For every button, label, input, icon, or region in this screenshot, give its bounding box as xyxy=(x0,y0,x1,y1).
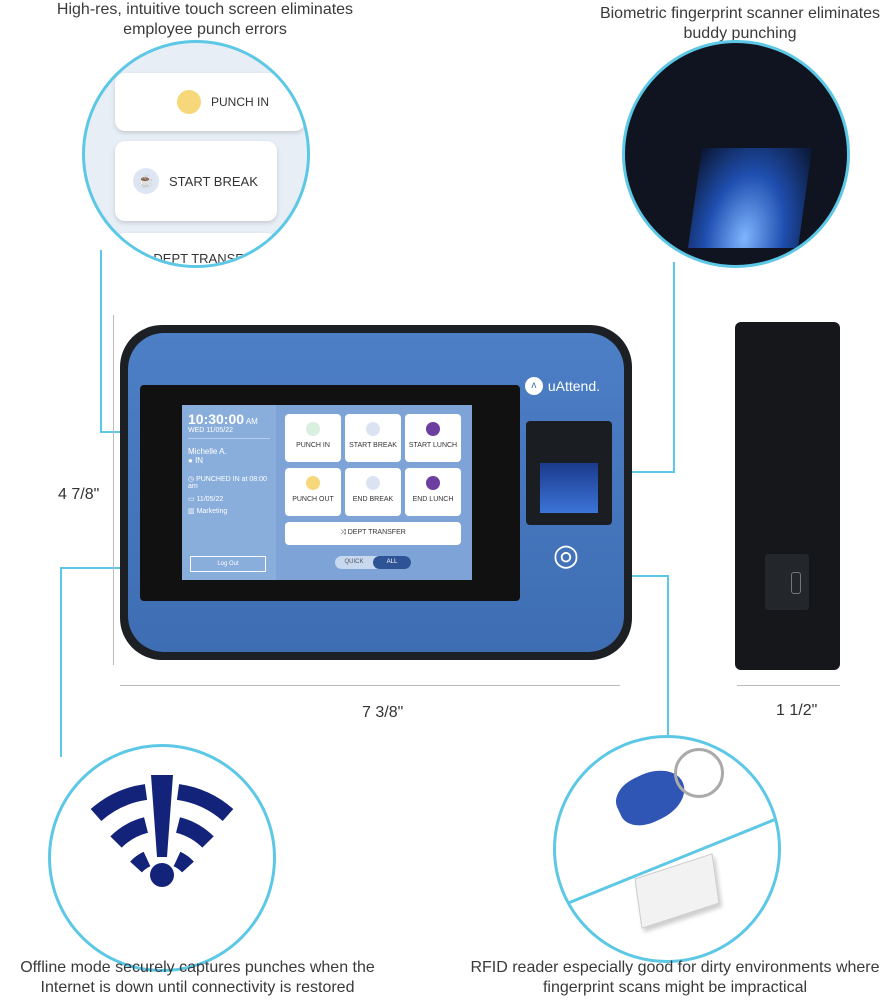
width-dimension: 7 3/8" xyxy=(362,704,404,721)
zoom-dept-transfer-button: ⤨DEPT TRANSFER xyxy=(115,233,277,265)
fingerprint-scanner[interactable] xyxy=(526,421,612,525)
status-panel: 10:30:00 AM WED 11/05/22 Michelle A. ● I… xyxy=(182,405,276,580)
usb-port-icon xyxy=(791,572,801,594)
uattend-logo-icon: ʌ xyxy=(524,377,543,395)
zoom-start-break-button: ☕START BREAK xyxy=(115,141,277,221)
end-lunch-button[interactable]: END LUNCH xyxy=(405,468,461,516)
caption-rfid: RFID reader especially good for dirty en… xyxy=(470,959,880,996)
rfid-reader-icon: ◎ xyxy=(552,539,580,572)
dept-transfer-button[interactable]: ⤨ DEPT TRANSFER xyxy=(285,522,461,545)
rfid-card-icon xyxy=(634,853,720,929)
shuffle-icon: ⤨ xyxy=(133,250,144,265)
coffee-icon: ☕ xyxy=(133,168,159,194)
fingerprint-zoom-circle xyxy=(622,40,850,268)
caption-biometric: Biometric fingerprint scanner eliminates… xyxy=(599,5,881,42)
caption-touch: High-res, intuitive touch screen elimina… xyxy=(56,1,354,38)
end-break-button[interactable]: END BREAK xyxy=(345,468,401,516)
logout-button[interactable]: Log Out xyxy=(190,556,266,572)
touch-screen: 10:30:00 AM WED 11/05/22 Michelle A. ● I… xyxy=(140,385,520,601)
depth-dimension: 1 1/2" xyxy=(776,702,818,719)
zoom-punch-button: PUNCH IN xyxy=(115,73,305,131)
rfid-circle xyxy=(553,735,781,963)
device-side-view xyxy=(735,322,840,670)
punch-icon xyxy=(177,90,201,114)
offline-circle xyxy=(48,744,276,972)
fingerprint-sensor-icon xyxy=(687,148,813,248)
punch-in-button[interactable]: PUNCH IN xyxy=(285,414,341,462)
touchscreen-zoom-circle: PUNCH IN ☕START BREAK ⤨DEPT TRANSFER xyxy=(82,40,310,268)
start-lunch-button[interactable]: START LUNCH xyxy=(405,414,461,462)
start-break-button[interactable]: START BREAK xyxy=(345,414,401,462)
brand-logo: uAttend. xyxy=(547,378,600,394)
wifi-alert-icon xyxy=(90,775,234,887)
punch-out-button[interactable]: PUNCH OUT xyxy=(285,468,341,516)
caption-offline: Offline mode securely captures punches w… xyxy=(20,959,375,996)
height-dimension: 4 7/8" xyxy=(58,486,100,503)
